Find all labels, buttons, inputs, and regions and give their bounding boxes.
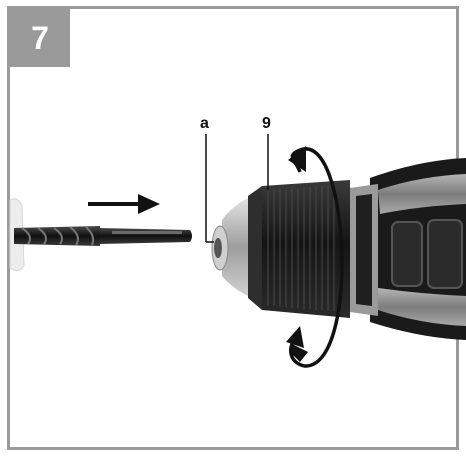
chuck-nose [211,198,248,296]
arrow-right-icon [88,194,160,214]
callout-a: a [200,115,209,132]
keyless-chuck-sleeve [248,180,350,318]
callout-leaders [205,134,269,243]
callout-9: 9 [262,115,271,132]
rotate-arrows-icon [286,146,344,368]
drill-bit [14,226,192,246]
step-number-badge: 7 [10,9,70,67]
drill-body [350,158,466,340]
